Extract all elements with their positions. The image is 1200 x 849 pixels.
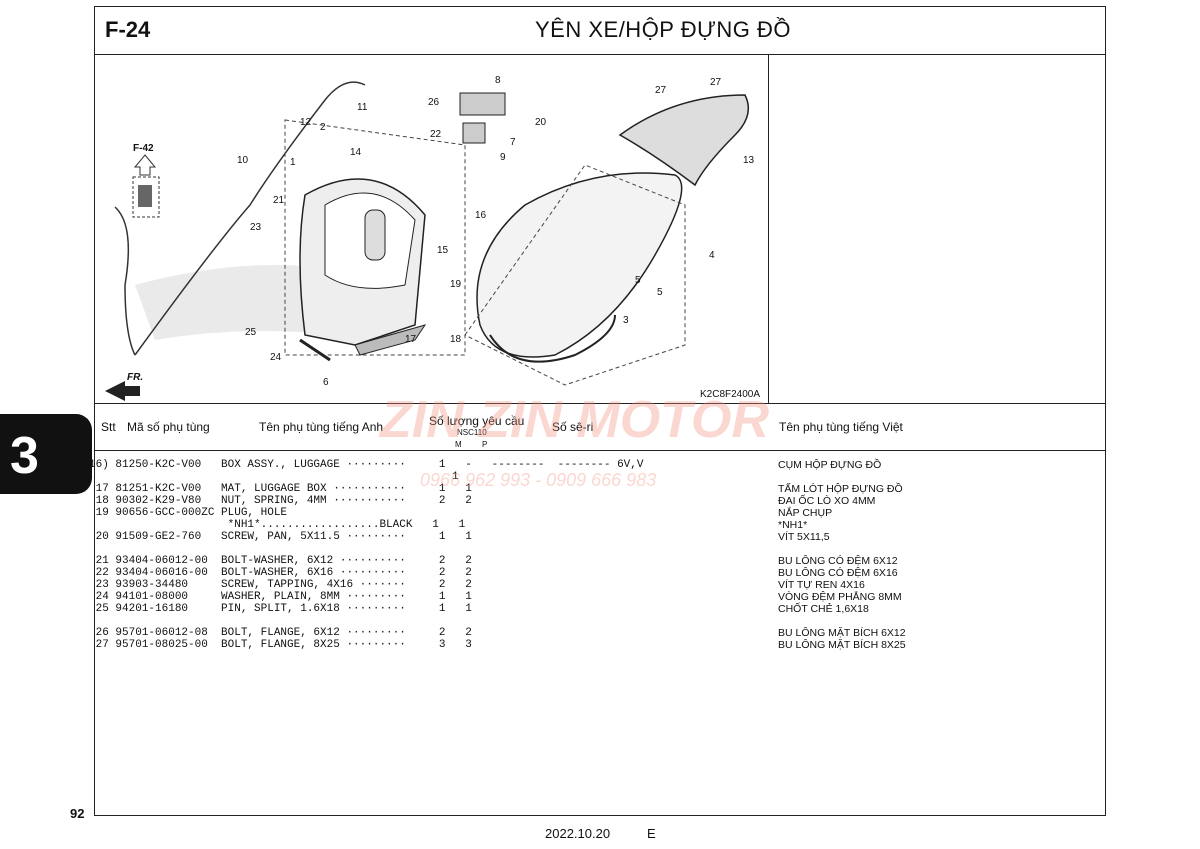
page-header: F-24 YÊN XE/HỘP ĐỰNG ĐỒ [95,7,1105,55]
figure-code: F-24 [105,17,151,42]
svg-text:15: 15 [437,245,449,256]
svg-text:12: 12 [300,117,312,128]
svg-text:24: 24 [270,352,282,363]
svg-text:23: 23 [250,222,262,233]
svg-text:21: 21 [273,195,285,206]
svg-text:11: 11 [357,102,368,113]
table-row [95,615,1105,627]
svg-text:20: 20 [535,117,547,128]
svg-text:18: 18 [450,334,462,345]
svg-text:19: 19 [450,279,462,290]
svg-text:7: 7 [510,137,516,148]
page-frame: F-24 YÊN XE/HỘP ĐỰNG ĐỒ F-42 [89,6,1106,816]
table-row: 16) 81250-K2C-V00 BOX ASSY., LUGGAGE ···… [89,459,882,471]
svg-text:14: 14 [350,147,362,158]
table-row: *NH1*..................BLACK 1 1*NH1* [89,519,808,531]
col-part-no: Mã số phụ tùng [127,420,210,434]
svg-text:17: 17 [405,334,417,345]
seat-lock-drawing [459,92,506,144]
page-title: YÊN XE/HỘP ĐỰNG ĐỒ [535,17,791,42]
col-name-en: Tên phụ tùng tiếng Anh [259,420,384,434]
seat-cable [134,81,366,356]
bolt-6 [299,338,331,362]
table-row: 26 95701-06012-08 BOLT, FLANGE, 6X12 ···… [89,627,906,639]
col-qty: Số lượng yêu cầu [429,414,525,428]
svg-text:26: 26 [428,97,440,108]
table-row: 21 93404-06012-00 BOLT-WASHER, 6X12 ····… [89,555,898,567]
exploded-diagram: F-42 [95,55,769,403]
diagram-ref-code: K2C8F2400A [700,389,760,400]
table-row: 22 93404-06016-00 BOLT-WASHER, 6X16 ····… [89,567,898,579]
svg-text:6: 6 [323,377,329,388]
svg-text:FR.: FR. [127,372,143,383]
column-header: Stt Mã số phụ tùng Tên phụ tùng tiếng An… [95,403,1105,451]
col-name-vi: Tên phụ tùng tiếng Việt [779,420,903,434]
table-row: 17 81251-K2C-V00 MAT, LUGGAGE BOX ······… [89,483,903,495]
col-stt: Stt [101,420,116,434]
svg-text:1: 1 [290,157,296,168]
col-model: NSC110 [457,428,487,437]
table-row: 27 95701-08025-00 BOLT, FLANGE, 8X25 ···… [89,639,906,651]
svg-text:2: 2 [320,122,326,133]
ref-arrow-icon [132,154,160,218]
print-date: 2022.10.20 [545,826,611,841]
svg-text:27: 27 [655,85,667,96]
seat-drawing [464,164,686,386]
table-row [95,543,1105,555]
table-row: 20 91509-GE2-760 SCREW, PAN, 5X11.5 ····… [89,531,830,543]
col-serial: Số sê-ri [552,420,594,434]
table-row: 24 94101-08000 WASHER, PLAIN, 8MM ······… [89,591,902,603]
table-row: 25 94201-16180 PIN, SPLIT, 1.6X18 ······… [89,603,869,615]
section-tab-number: 3 [10,427,39,485]
svg-text:5: 5 [635,275,641,286]
svg-text:25: 25 [245,327,257,338]
col-p: P [482,440,488,449]
grab-rail-drawing [618,94,750,187]
svg-text:9: 9 [500,152,506,163]
svg-text:3: 3 [623,315,629,326]
svg-text:10: 10 [237,155,249,166]
svg-text:4: 4 [709,250,715,261]
svg-text:22: 22 [430,129,442,140]
svg-text:5: 5 [657,287,663,298]
ref-page-label: F-42 [133,143,154,154]
svg-text:27: 27 [710,77,722,88]
diagram-svg: F-42 [105,75,760,401]
table-row: 18 90302-K29-V80 NUT, SPRING, 4MM ······… [89,495,876,507]
front-direction-icon: FR. [105,372,143,401]
svg-text:16: 16 [475,210,487,221]
luggage-box-drawing [284,119,466,356]
svg-text:13: 13 [743,155,755,166]
table-row: 23 93903-34480 SCREW, TAPPING, 4X16 ····… [89,579,865,591]
col-m: M [455,440,462,449]
table-row: 1 [89,471,459,483]
section-tab: 3 [0,414,92,494]
svg-text:8: 8 [495,75,501,86]
page-number: 92 [70,806,85,821]
edition-letter: E [647,826,656,841]
